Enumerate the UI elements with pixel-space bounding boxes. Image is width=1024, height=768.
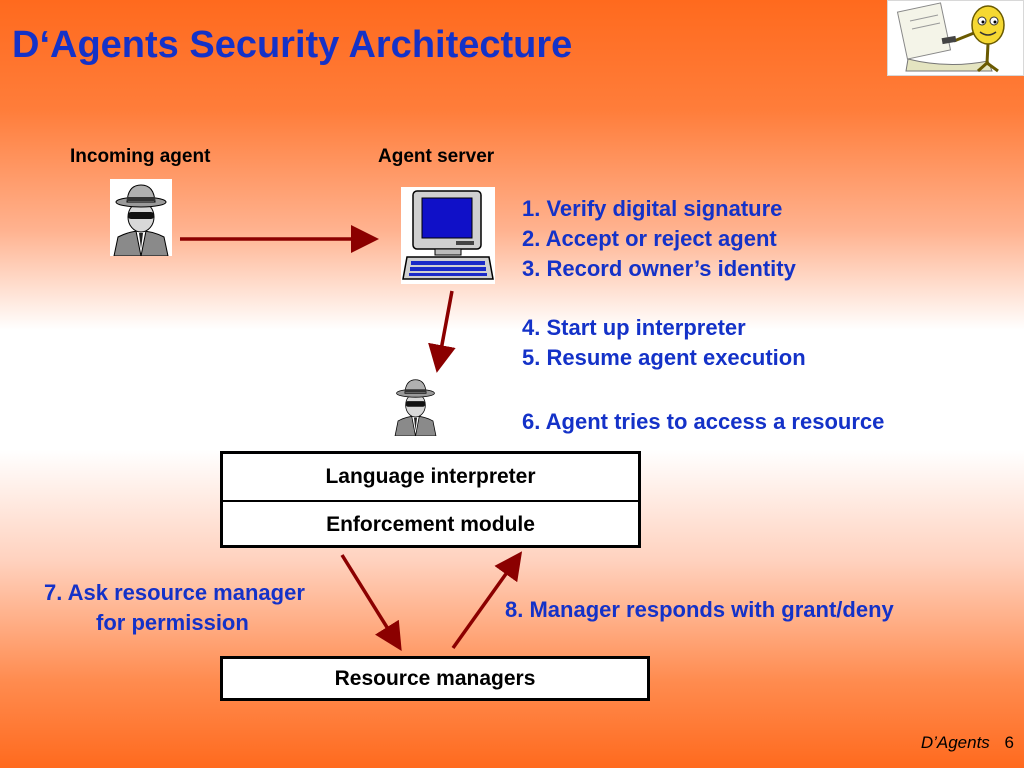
arrow-server-to-interpreter [428,290,456,373]
agent-server-label: Agent server [378,146,495,167]
footer-name: D’Agents [920,733,990,752]
step-7-line1: 7. Ask resource manager [44,580,305,605]
computer-icon [401,187,495,284]
slide-footer: D’Agents 6 [921,733,1014,753]
cartoon-logo-icon [887,0,1024,76]
resource-managers-box: Resource managers [220,656,650,701]
resource-managers-label: Resource managers [334,666,536,690]
language-interpreter-label: Language interpreter [325,465,536,488]
interpreter-box: Language interpreter Enforcement module [220,451,641,548]
step-2: 2. Accept or reject agent [522,226,777,251]
arrow-manager-responds [451,551,523,650]
incoming-agent-label: Incoming agent [70,146,211,167]
arrow-ask-manager [340,554,402,651]
slide-title: D‘Agents Security Architecture [12,24,573,66]
step-8: 8. Manager responds with grant/deny [505,597,894,622]
step-7-line2: for permission [96,610,249,635]
spy-agent-icon [110,179,172,257]
spy-agent-icon [392,375,439,437]
step-4: 4. Start up interpreter [522,315,746,340]
step-6: 6. Agent tries to access a resource [522,409,885,434]
steps-4-5: 4. Start up interpreter 5. Resume agent … [522,313,806,373]
step-3: 3. Record owner’s identity [522,256,796,281]
steps-1-3: 1. Verify digital signature 2. Accept or… [522,194,796,284]
page-number: 6 [1004,733,1014,752]
enforcement-module-label: Enforcement module [223,500,638,548]
step-1: 1. Verify digital signature [522,196,783,221]
step-5: 5. Resume agent execution [522,345,806,370]
